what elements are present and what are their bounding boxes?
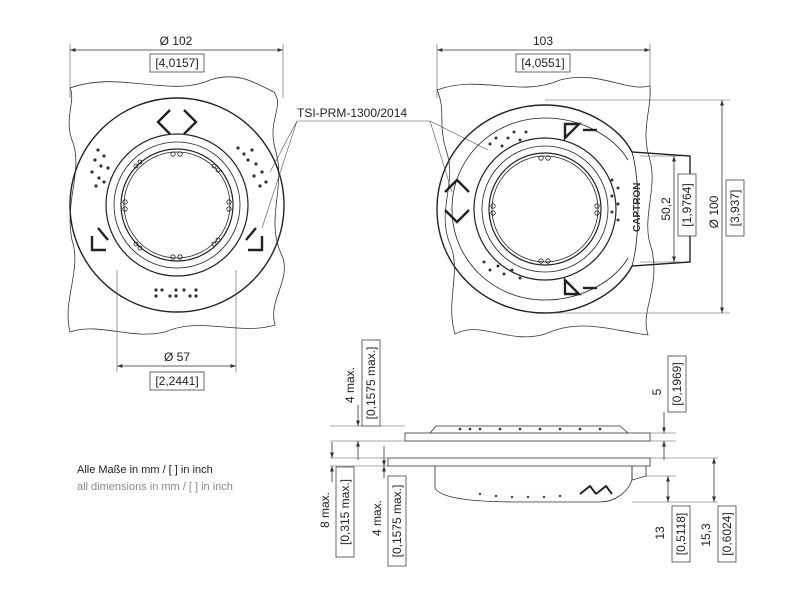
ring-2-left xyxy=(113,141,241,269)
dot-pattern-right-side xyxy=(610,178,620,222)
dimension-notes: Alle Maße in mm / [ ] in inch all dimens… xyxy=(77,462,233,496)
top-left-view: Ø 102 [4,0157] Ø 57 [2,2441] xyxy=(67,34,285,391)
adhesive-outline-left xyxy=(67,76,285,335)
ring-1-right xyxy=(473,137,617,281)
dim-top-max-in: [0,1575 max.] xyxy=(364,347,378,420)
dim-outer-dia-left-in: [4,0157] xyxy=(155,56,198,70)
side-top-bump xyxy=(429,425,629,434)
corner-mark-right-bottom xyxy=(563,277,582,296)
dim-right-a: 13 xyxy=(653,526,667,540)
ring-3-left xyxy=(120,148,234,262)
side-top-details xyxy=(458,427,602,431)
side-clip xyxy=(579,484,597,495)
tab-edge xyxy=(631,151,639,267)
note-de: Alle Maße in mm / [ ] in inch xyxy=(77,464,213,476)
inner-holes-left xyxy=(122,151,232,260)
dot-pattern-right-top xyxy=(488,130,528,148)
dim-right-b-in: [0,6024] xyxy=(720,512,734,555)
corner-mark-left xyxy=(90,236,106,252)
dim-inner-dia: Ø 57 xyxy=(164,350,190,364)
part-label-group: TSI-PRM-1300/2014 xyxy=(261,106,489,229)
corner-mark-left-2 xyxy=(97,227,109,241)
side-view-bottom: 8 max. [0,315 max.] 4 max. [0,1575 max.]… xyxy=(318,442,737,567)
dim-width-right: 103 xyxy=(533,34,553,48)
side-plate-bottom xyxy=(387,457,651,467)
dim-width-right-in: [4,0551] xyxy=(521,56,564,70)
inner-holes-right xyxy=(490,155,600,264)
dim-top-max: 4 max. xyxy=(343,367,357,403)
chevron-marks-top-left xyxy=(156,109,198,135)
side-plate-top xyxy=(404,432,651,442)
dim-height-right: 50,2 xyxy=(659,197,673,221)
top-right-view: CAPTRON xyxy=(436,34,745,338)
dim-right-top: 5 xyxy=(650,388,664,395)
ring-1-left xyxy=(105,133,249,277)
dim-right-a-in: [0,5118] xyxy=(674,513,688,555)
corner-mark-right-top xyxy=(563,122,582,141)
ring-2-right xyxy=(481,145,609,273)
dot-pattern-right-bottom xyxy=(482,260,522,280)
dot-pattern-left xyxy=(90,148,110,188)
side-view-top: 4 max. [0,1575 max.] 5 [0,1969] xyxy=(330,339,687,460)
side-bottom-details xyxy=(478,492,562,499)
part-label: TSI-PRM-1300/2014 xyxy=(297,106,407,120)
dim-left-max-in: [0,315 max.] xyxy=(338,479,352,545)
adhesive-outline-right xyxy=(436,76,655,338)
dim-left-max: 8 max. xyxy=(318,492,332,528)
dim-outer-dia-left: Ø 102 xyxy=(160,34,193,48)
dim-right-top-in: [0,1969] xyxy=(670,362,684,405)
ring-3-right xyxy=(488,152,602,266)
corner-mark-right xyxy=(248,236,264,252)
housing-outline-right xyxy=(436,104,691,314)
dot-pattern-right xyxy=(236,146,268,188)
outer-disc-left xyxy=(69,97,285,313)
dim-dia-right-in: [3,937] xyxy=(728,190,742,227)
housing-inner-right xyxy=(451,117,629,301)
chevron-marks-right xyxy=(444,178,470,224)
dim-dia-right: Ø 100 xyxy=(707,195,721,228)
dim-height-right-in: [1,9764] xyxy=(680,183,694,226)
dim-mid-max-in: [0,1575 max.] xyxy=(390,485,404,558)
side-housing xyxy=(434,466,633,503)
note-en: all dimensions in mm / [ ] in inch xyxy=(77,481,233,493)
dim-inner-dia-in: [2,2441] xyxy=(155,374,198,388)
side-clip-2 xyxy=(595,484,613,495)
ring-4-right xyxy=(491,155,599,263)
dim-right-b: 15,3 xyxy=(699,523,713,547)
dim-mid-max: 4 max. xyxy=(370,500,384,536)
brand-mark: CAPTRON xyxy=(632,183,643,232)
side-tab xyxy=(631,466,647,481)
ring-4-left xyxy=(123,151,231,259)
corner-mark-right-2 xyxy=(245,227,257,241)
dot-pattern-bottom xyxy=(154,288,198,298)
